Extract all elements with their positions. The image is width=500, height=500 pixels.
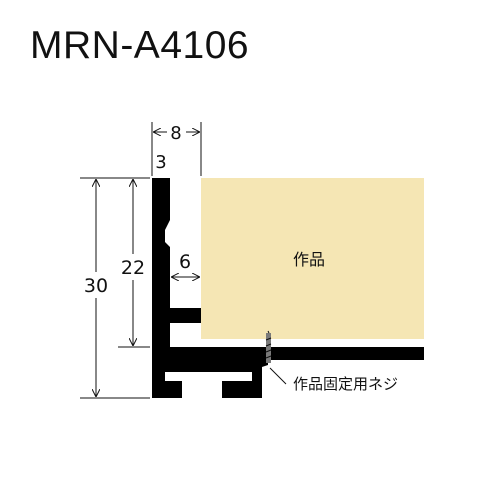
dim-label-total-height: 30 (84, 275, 108, 297)
screw-thread (265, 337, 272, 341)
dim-label-bg (167, 121, 186, 143)
model-title: MRN-A4106 (30, 24, 250, 67)
screw (266, 333, 271, 363)
dim-label-inner-height: 22 (121, 257, 145, 279)
dim-label-rabbet-depth: 6 (179, 251, 191, 273)
artwork-label: 作品 (293, 250, 325, 269)
screw-label: 作品固定用ネジ (293, 375, 398, 393)
artwork-panel (201, 178, 424, 339)
bottom-channel-right (222, 381, 262, 398)
channel-gap-mid (182, 381, 222, 398)
bottom-channel-left (152, 381, 182, 398)
screw-thread (265, 343, 272, 347)
screw-thread (265, 355, 272, 359)
dim-label-bg (80, 272, 112, 298)
channel-gap-right (230, 372, 252, 381)
frame-profile (152, 178, 424, 398)
dim-label-top-width: 8 (170, 123, 181, 144)
screw-thread (265, 349, 272, 353)
channel-gap-left (166, 372, 194, 381)
dim-label-lip-width: 3 (155, 152, 166, 173)
screw-leader (269, 367, 287, 385)
screw-head (267, 330, 270, 334)
dim-label-bg (116, 254, 150, 280)
